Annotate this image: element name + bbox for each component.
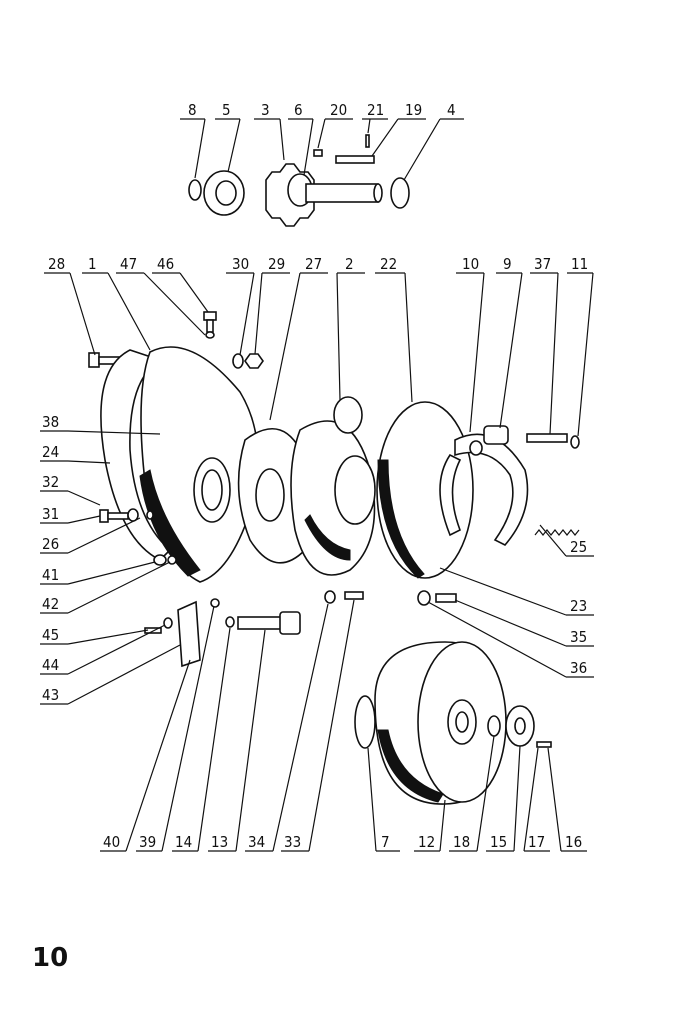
callout-44: 44 (42, 656, 59, 674)
callout-24: 24 (42, 443, 59, 461)
callout-10: 10 (462, 255, 479, 273)
callout-3: 3 (261, 101, 270, 119)
callouts-row2: 28 1 47 46 30 29 27 2 22 10 9 37 11 (48, 255, 588, 273)
callout-39: 39 (139, 833, 156, 851)
callout-41: 41 (42, 566, 59, 584)
callout-23: 23 (570, 597, 587, 615)
callout-1: 1 (88, 255, 97, 273)
callout-25: 25 (570, 538, 587, 556)
callout-15: 15 (490, 833, 507, 851)
callout-35: 35 (570, 628, 587, 646)
callout-11: 11 (571, 255, 588, 273)
callout-29: 29 (268, 255, 285, 273)
callout-22: 22 (380, 255, 397, 273)
callout-6: 6 (294, 101, 303, 119)
callout-12: 12 (418, 833, 435, 851)
callout-28: 28 (48, 255, 65, 273)
callouts-top: 8 5 3 6 20 21 19 4 (188, 101, 456, 119)
leader-lines (40, 118, 594, 852)
callout-16: 16 (565, 833, 582, 851)
callout-38: 38 (42, 413, 59, 431)
callout-45: 45 (42, 626, 59, 644)
callout-32: 32 (42, 473, 59, 491)
callout-7: 7 (381, 833, 390, 851)
callout-34: 34 (248, 833, 265, 851)
callout-30: 30 (232, 255, 249, 273)
page-number: 10 (32, 943, 68, 973)
callouts-right: 25 23 35 36 (570, 538, 587, 677)
callout-13: 13 (211, 833, 228, 851)
callout-2: 2 (345, 255, 354, 273)
callout-36: 36 (570, 659, 587, 677)
callout-33: 33 (284, 833, 301, 851)
callout-21: 21 (367, 101, 384, 119)
callout-37: 37 (534, 255, 551, 273)
callout-43: 43 (42, 686, 59, 704)
callout-27: 27 (305, 255, 322, 273)
callout-26: 26 (42, 535, 59, 553)
callouts-bottom: 40 39 14 13 34 33 7 12 18 15 17 16 (103, 833, 582, 851)
callout-47: 47 (120, 255, 137, 273)
callouts-left: 38 24 32 31 26 41 42 45 44 43 (42, 413, 59, 704)
parts-drawing (88, 134, 580, 805)
callout-4: 4 (447, 101, 456, 119)
callout-8: 8 (188, 101, 197, 119)
callout-46: 46 (157, 255, 174, 273)
callout-42: 42 (42, 595, 59, 613)
callout-5: 5 (222, 101, 231, 119)
callout-31: 31 (42, 505, 59, 523)
callout-14: 14 (175, 833, 192, 851)
callout-40: 40 (103, 833, 120, 851)
callout-20: 20 (330, 101, 347, 119)
callout-9: 9 (503, 255, 512, 273)
callout-17: 17 (528, 833, 545, 851)
callout-18: 18 (453, 833, 470, 851)
callout-19: 19 (405, 101, 422, 119)
